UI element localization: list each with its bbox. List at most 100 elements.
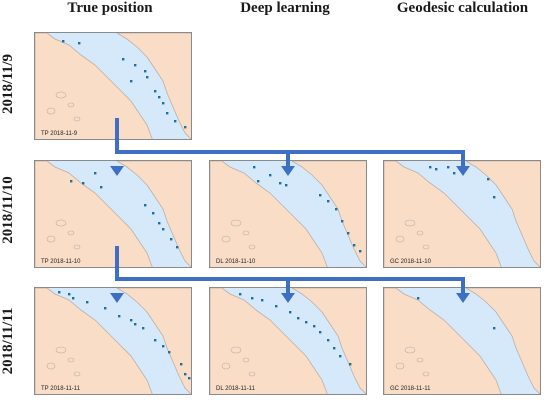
island [46, 235, 56, 243]
island [248, 371, 256, 377]
ship-position-dot [335, 208, 338, 211]
ship-position-dot [327, 339, 330, 342]
island [422, 244, 430, 250]
ship-position-dot [359, 250, 362, 253]
island [46, 362, 56, 370]
ship-position-dot [279, 182, 282, 185]
ship-position-dot [239, 293, 242, 296]
ship-position-dot [166, 112, 169, 115]
ship-position-dot [168, 351, 171, 354]
ship-position-dot [78, 42, 81, 45]
ship-position-dot [144, 204, 147, 207]
sumatra-landmass [35, 288, 153, 394]
ship-position-dot [70, 180, 73, 183]
ship-position-dot [333, 347, 336, 350]
island [242, 357, 250, 363]
ship-position-dot [188, 377, 191, 380]
island [46, 107, 56, 115]
row-title-2018-11-10: 2018/11/10 [0, 176, 16, 244]
map-graphic [210, 288, 366, 394]
malay-peninsula-landmass [465, 288, 540, 394]
ship-position-dot [341, 220, 344, 223]
island [404, 219, 416, 227]
ship-position-dot [487, 178, 490, 181]
map-tp-2018-11-10: TP 2018-11-10 [34, 160, 192, 268]
map-label: TP 2018-11-11 [41, 386, 81, 392]
ship-position-dot [162, 228, 165, 231]
ship-position-dot [429, 166, 432, 169]
ship-position-dot [447, 166, 450, 169]
ship-position-dot [453, 172, 456, 175]
map-label: GC 2018-11-10 [390, 259, 431, 265]
ship-position-dot [347, 232, 350, 235]
ship-position-dot [313, 325, 316, 328]
ship-position-dot [152, 212, 155, 215]
ship-position-dot [297, 317, 300, 320]
ship-position-dot [154, 90, 157, 93]
malay-peninsula-landmass [465, 161, 540, 267]
island [55, 219, 67, 227]
ship-position-dot [305, 321, 308, 324]
island [73, 244, 81, 250]
ship-position-dot [180, 363, 183, 366]
map-dl-2018-11-11: DL 2018-11-11 [209, 287, 367, 395]
ship-position-dot [261, 299, 264, 302]
ship-position-dot [327, 200, 330, 203]
island [221, 362, 231, 370]
map-graphic [384, 161, 540, 267]
ship-position-dot [353, 244, 356, 247]
island [67, 102, 75, 108]
row-title-2018-11-9: 2018/11/9 [0, 54, 16, 115]
map-dl-2018-11-10: DL 2018-11-10 [209, 160, 367, 268]
ship-position-dot [417, 297, 420, 300]
ship-position-dot [82, 182, 85, 185]
ship-position-dot [162, 345, 165, 348]
island [55, 346, 67, 354]
island [416, 357, 424, 363]
ship-position-dot [319, 194, 322, 197]
ship-position-dot [68, 293, 71, 296]
island [404, 346, 416, 354]
ship-position-dot [104, 307, 107, 310]
map-label: DL 2018-11-11 [216, 386, 255, 392]
map-graphic [35, 288, 191, 394]
island [416, 230, 424, 236]
ship-position-dot [158, 222, 161, 225]
ship-position-dot [493, 327, 496, 330]
ship-position-dot [349, 363, 352, 366]
island [67, 357, 75, 363]
island [242, 230, 250, 236]
ship-position-dot [62, 40, 65, 43]
island [395, 362, 405, 370]
ship-position-dot [319, 331, 322, 334]
map-gc-2018-11-11: GC 2018-11-11 [383, 287, 541, 395]
ship-position-dot [435, 168, 438, 171]
ship-position-dot [134, 64, 137, 67]
ship-position-dot [134, 323, 137, 326]
ship-position-dot [158, 96, 161, 99]
ship-position-dot [176, 246, 179, 249]
malay-peninsula-landmass [116, 161, 191, 267]
ship-position-dot [162, 102, 165, 105]
malay-peninsula-landmass [291, 288, 366, 394]
map-tp-2018-11-9: TP 2018-11-9 [34, 32, 192, 140]
map-graphic [210, 161, 366, 267]
island [422, 371, 430, 377]
ship-position-dot [184, 126, 187, 129]
map-label: DL 2018-11-10 [216, 259, 256, 265]
ship-position-dot [144, 70, 147, 73]
ship-position-dot [100, 186, 103, 189]
ship-position-dot [269, 174, 272, 177]
map-graphic [35, 161, 191, 267]
ship-position-dot [122, 58, 125, 61]
map-gc-2018-11-10: GC 2018-11-10 [383, 160, 541, 268]
island [230, 346, 242, 354]
ship-position-dot [146, 76, 149, 79]
island [73, 371, 81, 377]
island [55, 91, 67, 99]
map-tp-2018-11-11: TP 2018-11-11 [34, 287, 192, 395]
map-label: TP 2018-11-10 [41, 259, 81, 265]
island [221, 235, 231, 243]
ship-position-dot [142, 327, 145, 330]
ship-position-dot [72, 297, 75, 300]
